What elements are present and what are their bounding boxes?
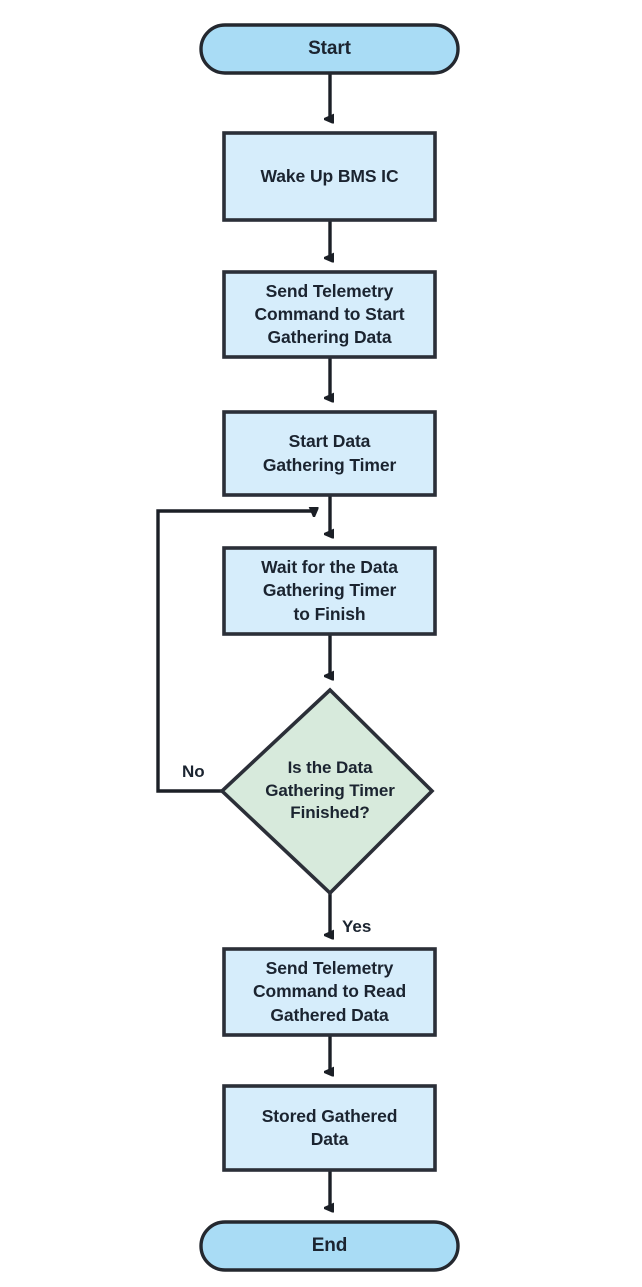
node-start-timer-shape[interactable] — [222, 410, 437, 497]
node-stored-gathered-data-shape[interactable] — [222, 1084, 437, 1172]
node-wake-up-bms-ic-shape[interactable] — [222, 131, 437, 222]
connector-decision-no-loop — [156, 511, 314, 793]
node-end-shape[interactable] — [199, 1220, 460, 1272]
node-start-shape[interactable] — [199, 23, 460, 75]
node-send-telemetry-read-shape[interactable] — [222, 947, 437, 1037]
node-wait-timer-shape[interactable] — [222, 546, 437, 636]
node-timer-finished-decision-shape[interactable] — [219, 687, 435, 896]
node-send-telemetry-start-shape[interactable] — [222, 270, 437, 359]
